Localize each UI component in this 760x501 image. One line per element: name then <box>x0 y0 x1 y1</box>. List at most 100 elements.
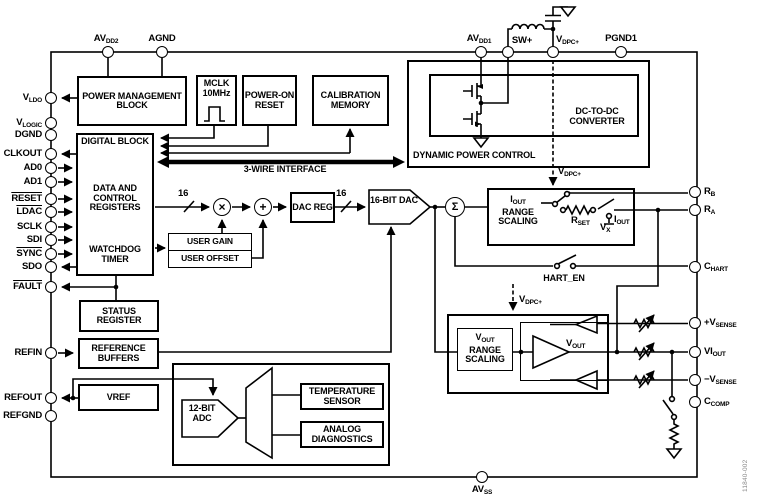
pin-avdd1-label: AVDD1 <box>466 33 492 45</box>
pin-clkout <box>45 148 57 160</box>
pin-sdi-label: SDI <box>26 234 42 245</box>
pin-chart-label: CHART <box>704 261 728 273</box>
pin-vldo-label: VLDO <box>22 92 42 104</box>
watchdog-timer-label: WATCHDOG TIMER <box>89 244 141 264</box>
variable-attenuator-icon <box>633 315 654 333</box>
mosfet-icon <box>463 110 482 138</box>
pin-refin <box>45 347 57 359</box>
pin-refout-label: REFOUT <box>4 392 42 403</box>
data-control-registers-label: DATA AND CONTROL REGISTERS <box>89 183 141 212</box>
pin-ra-label: RA <box>704 204 716 216</box>
mux-shape <box>245 366 273 460</box>
pin-refin-label: REFIN <box>14 347 42 358</box>
three-wire-interface-label: 3-WIRE INTERFACE <box>243 164 327 174</box>
sigma-node: Σ <box>445 197 465 217</box>
mclk-label: MCLK 10MHz <box>202 78 231 98</box>
bus-width-label: 16 <box>178 188 189 199</box>
opamp-icon <box>532 334 571 370</box>
digital-block <box>76 133 154 276</box>
capacitor-icon <box>545 14 561 22</box>
junction-dots <box>70 26 675 401</box>
pin-avdd2-label: AVDD2 <box>93 33 119 45</box>
digital-block-label: DIGITAL BLOCK <box>81 136 149 146</box>
pin-sclk-label: SCLK <box>16 221 42 232</box>
pin-ad0 <box>45 162 57 174</box>
vout-label: VOUT <box>566 338 586 350</box>
pin-avdd1 <box>475 46 487 58</box>
rset-label: RSET <box>571 215 590 227</box>
ccomp-switch-icon <box>662 395 678 421</box>
rset-resistor-icon <box>559 204 597 216</box>
pin-neg-vsense-label: −VSENSE <box>704 374 737 386</box>
pin-sclk <box>45 221 57 233</box>
output-amplifier-block <box>520 322 609 381</box>
adc-12bit-label: 12-BIT ADC <box>188 403 216 423</box>
pin-sdo-label: SDO <box>22 261 42 272</box>
iout-label: IOUT <box>614 214 630 226</box>
pin-viout-label: VIOUT <box>704 346 726 358</box>
dac-16bit-label: 16-BIT DAC <box>369 195 418 205</box>
pin-pgnd1 <box>615 46 627 58</box>
calibration-memory-block: CALIBRATION MEMORY <box>312 75 389 126</box>
pin-clkout-label: CLKOUT <box>3 148 43 159</box>
figure-code: 11840-002 <box>742 459 749 492</box>
pin-avss <box>476 471 488 483</box>
pin-avdd2 <box>102 46 114 58</box>
vdpc-label: VDPC+ <box>558 166 581 178</box>
dc-to-dc-label: DC-TO-DC CONVERTER <box>569 106 625 126</box>
pin-ad1-label: AD1 <box>23 176 43 187</box>
vdpc-label: VDPC+ <box>519 294 542 306</box>
pin-pos-vsense <box>689 317 701 329</box>
pin-dgnd-label: DGND <box>14 129 42 140</box>
ground-icon <box>472 137 490 149</box>
pulse-waveform-icon <box>204 106 225 122</box>
variable-attenuator-icon <box>633 343 654 361</box>
temperature-sensor-block: TEMPERATURE SENSOR <box>300 383 384 410</box>
pin-chart <box>689 261 701 273</box>
multiplier-node: × <box>213 198 231 216</box>
hart-en-label: HART_EN <box>543 273 585 283</box>
reference-buffers-block: REFERENCE BUFFERS <box>78 338 159 369</box>
pin-ccomp-label: CCOMP <box>704 396 730 408</box>
pin-ldac-label: LDAC <box>16 206 42 217</box>
pin-swplus <box>502 46 514 58</box>
pin-refout <box>45 392 57 404</box>
pin-vdpc-label: VDPC+ <box>556 34 579 46</box>
pin-ad0-label: AD0 <box>23 162 43 173</box>
pin-vlogic-label: VLOGIC <box>16 117 42 129</box>
dynamic-power-control-label: DYNAMIC POWER CONTROL <box>413 150 536 160</box>
pin-reset <box>45 193 57 205</box>
pin-viout <box>689 346 701 358</box>
pin-agnd-label: AGND <box>148 33 176 44</box>
pin-sync-label: SYNC <box>16 248 42 259</box>
pin-avss-label: AVSS <box>471 484 493 496</box>
pin-sdi <box>45 234 57 246</box>
adder-node: + <box>254 198 272 216</box>
bus-width-label: 16 <box>336 188 347 199</box>
pin-ra <box>689 204 701 216</box>
pin-ad1 <box>45 176 57 188</box>
pin-reset-label: RESET <box>11 193 42 204</box>
pin-pgnd1-label: PGND1 <box>605 33 637 44</box>
dc-to-dc-converter-block <box>429 74 639 137</box>
pin-sdo <box>45 261 57 273</box>
adc-pentagon <box>181 399 240 438</box>
iout-range-scaling-block <box>487 188 635 246</box>
pin-neg-vsense <box>689 374 701 386</box>
pin-ccomp <box>689 396 701 408</box>
vout-range-scaling-block <box>457 328 513 371</box>
ground-icon <box>559 6 577 18</box>
user-offset-block: USER OFFSET <box>168 250 252 268</box>
pin-agnd <box>156 46 168 58</box>
power-management-block: POWER MANAGEMENT BLOCK <box>77 76 187 126</box>
pin-vldo <box>45 92 57 104</box>
pin-rb-label: RB <box>704 186 716 198</box>
vx-label: VX <box>600 222 611 234</box>
pin-ldac <box>45 206 57 218</box>
iout-range-scaling-label: IOUT RANGE SCALING <box>498 194 538 226</box>
pin-refgnd <box>45 410 57 422</box>
pin-swplus-label: SW+ <box>511 35 533 46</box>
buffer-icon <box>573 314 598 335</box>
pin-dgnd <box>45 129 57 141</box>
inductor-icon <box>511 23 545 30</box>
